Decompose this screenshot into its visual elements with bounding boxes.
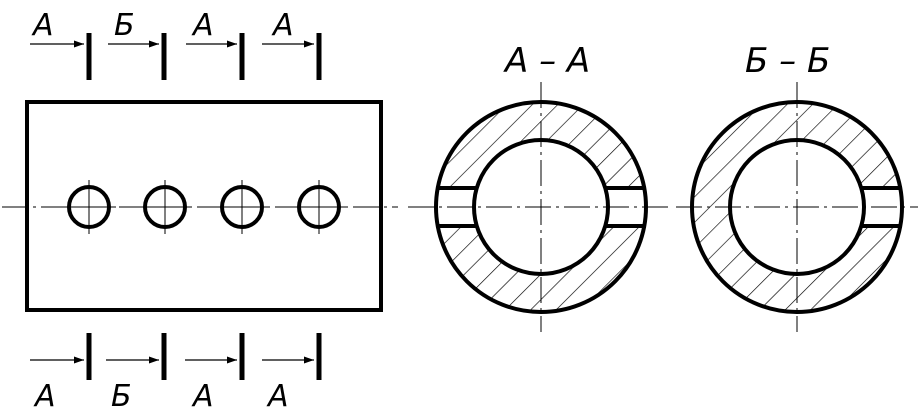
section-b-b-hatch [692,102,902,312]
cutting-planes-top: А Б А А [30,8,322,80]
cut-marker-top-3: А [186,8,245,80]
cut-marker-bottom-1: А [30,333,92,414]
cut-label-bottom-3: А [191,379,214,414]
section-a-a-hatch [436,102,646,312]
cut-marker-bottom-4: А [262,333,322,414]
hole-3 [215,180,269,234]
hole-4 [292,180,346,234]
section-a-a-title: А – А [503,41,590,81]
cut-label-bottom-1: А [33,379,56,414]
section-a-a: А – А [408,41,672,332]
cut-label-top-3: А [191,8,214,43]
cut-marker-top-4: А [262,8,322,80]
cut-label-top-1: А [31,8,54,43]
hole-1 [62,180,116,234]
cut-label-top-2: Б [114,8,135,43]
cut-label-bottom-2: Б [111,379,132,414]
cutting-planes-bottom: А Б А А [30,333,322,414]
section-b-b-title: Б – Б [745,41,830,81]
part-outline [25,100,383,312]
cut-marker-bottom-2: Б [106,333,167,414]
hole-2 [138,180,192,234]
cut-marker-top-1: А [30,8,92,80]
section-b-b: Б – Б [676,41,918,332]
cut-marker-bottom-3: А [185,333,245,414]
main-view [2,100,398,312]
cut-marker-top-2: Б [108,8,167,80]
cut-label-bottom-4: А [266,379,289,414]
cut-label-top-4: А [271,8,294,43]
